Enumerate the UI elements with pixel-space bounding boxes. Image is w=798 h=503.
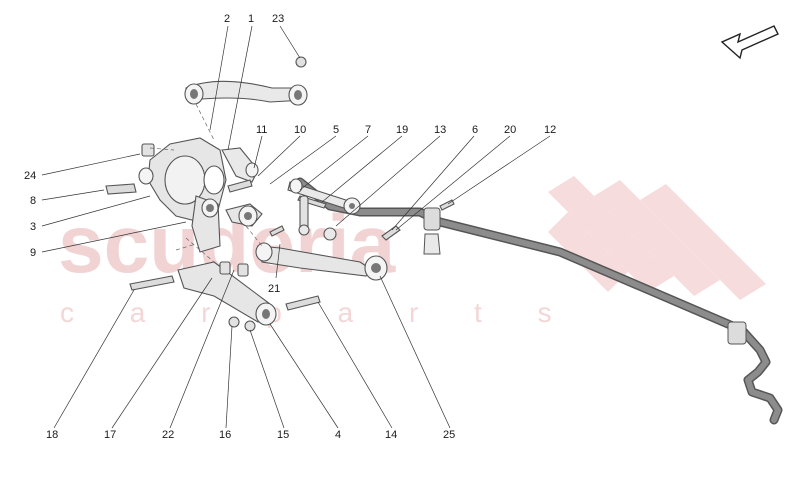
leader-lines	[41, 25, 551, 429]
callout-6: 6	[472, 124, 478, 136]
callout-1: 1	[248, 13, 254, 25]
callout-18: 18	[46, 429, 58, 441]
toe-link-bracket	[221, 147, 263, 227]
callout-12: 12	[544, 124, 556, 136]
callout-4: 4	[335, 429, 341, 441]
stabilizer-bar	[295, 177, 783, 425]
callout-17: 17	[104, 429, 116, 441]
callout-9: 9	[30, 247, 36, 259]
callout-3: 3	[30, 221, 36, 233]
upper-control-arm	[184, 56, 308, 106]
callout-24: 24	[24, 170, 36, 182]
callout-19: 19	[396, 124, 408, 136]
callout-25: 25	[443, 429, 455, 441]
callout-8: 8	[30, 195, 36, 207]
stabilizer-drop-link	[298, 195, 455, 241]
callout-21: 21	[268, 283, 280, 295]
callout-11: 11	[256, 124, 267, 136]
checkered-flag-watermark	[548, 176, 766, 300]
callout-labels: 2 1 23 24 8 3 9 11 10 5 7 19 13 6 20 12 …	[24, 13, 556, 441]
callout-20: 20	[504, 124, 516, 136]
callout-2: 2	[224, 13, 230, 25]
toe-link-rod	[287, 178, 361, 215]
callout-15: 15	[277, 429, 289, 441]
hub-carrier	[105, 137, 227, 253]
callout-10: 10	[294, 124, 306, 136]
callout-16: 16	[219, 429, 231, 441]
assembly-guides	[149, 103, 263, 263]
lower-control-arm	[255, 225, 388, 281]
callout-23: 23	[272, 13, 284, 25]
callout-22: 22	[162, 429, 174, 441]
callout-14: 14	[385, 429, 397, 441]
callout-5: 5	[333, 124, 339, 136]
callout-13: 13	[434, 124, 446, 136]
callout-7: 7	[365, 124, 371, 136]
front-direction-arrow-icon	[720, 25, 779, 60]
